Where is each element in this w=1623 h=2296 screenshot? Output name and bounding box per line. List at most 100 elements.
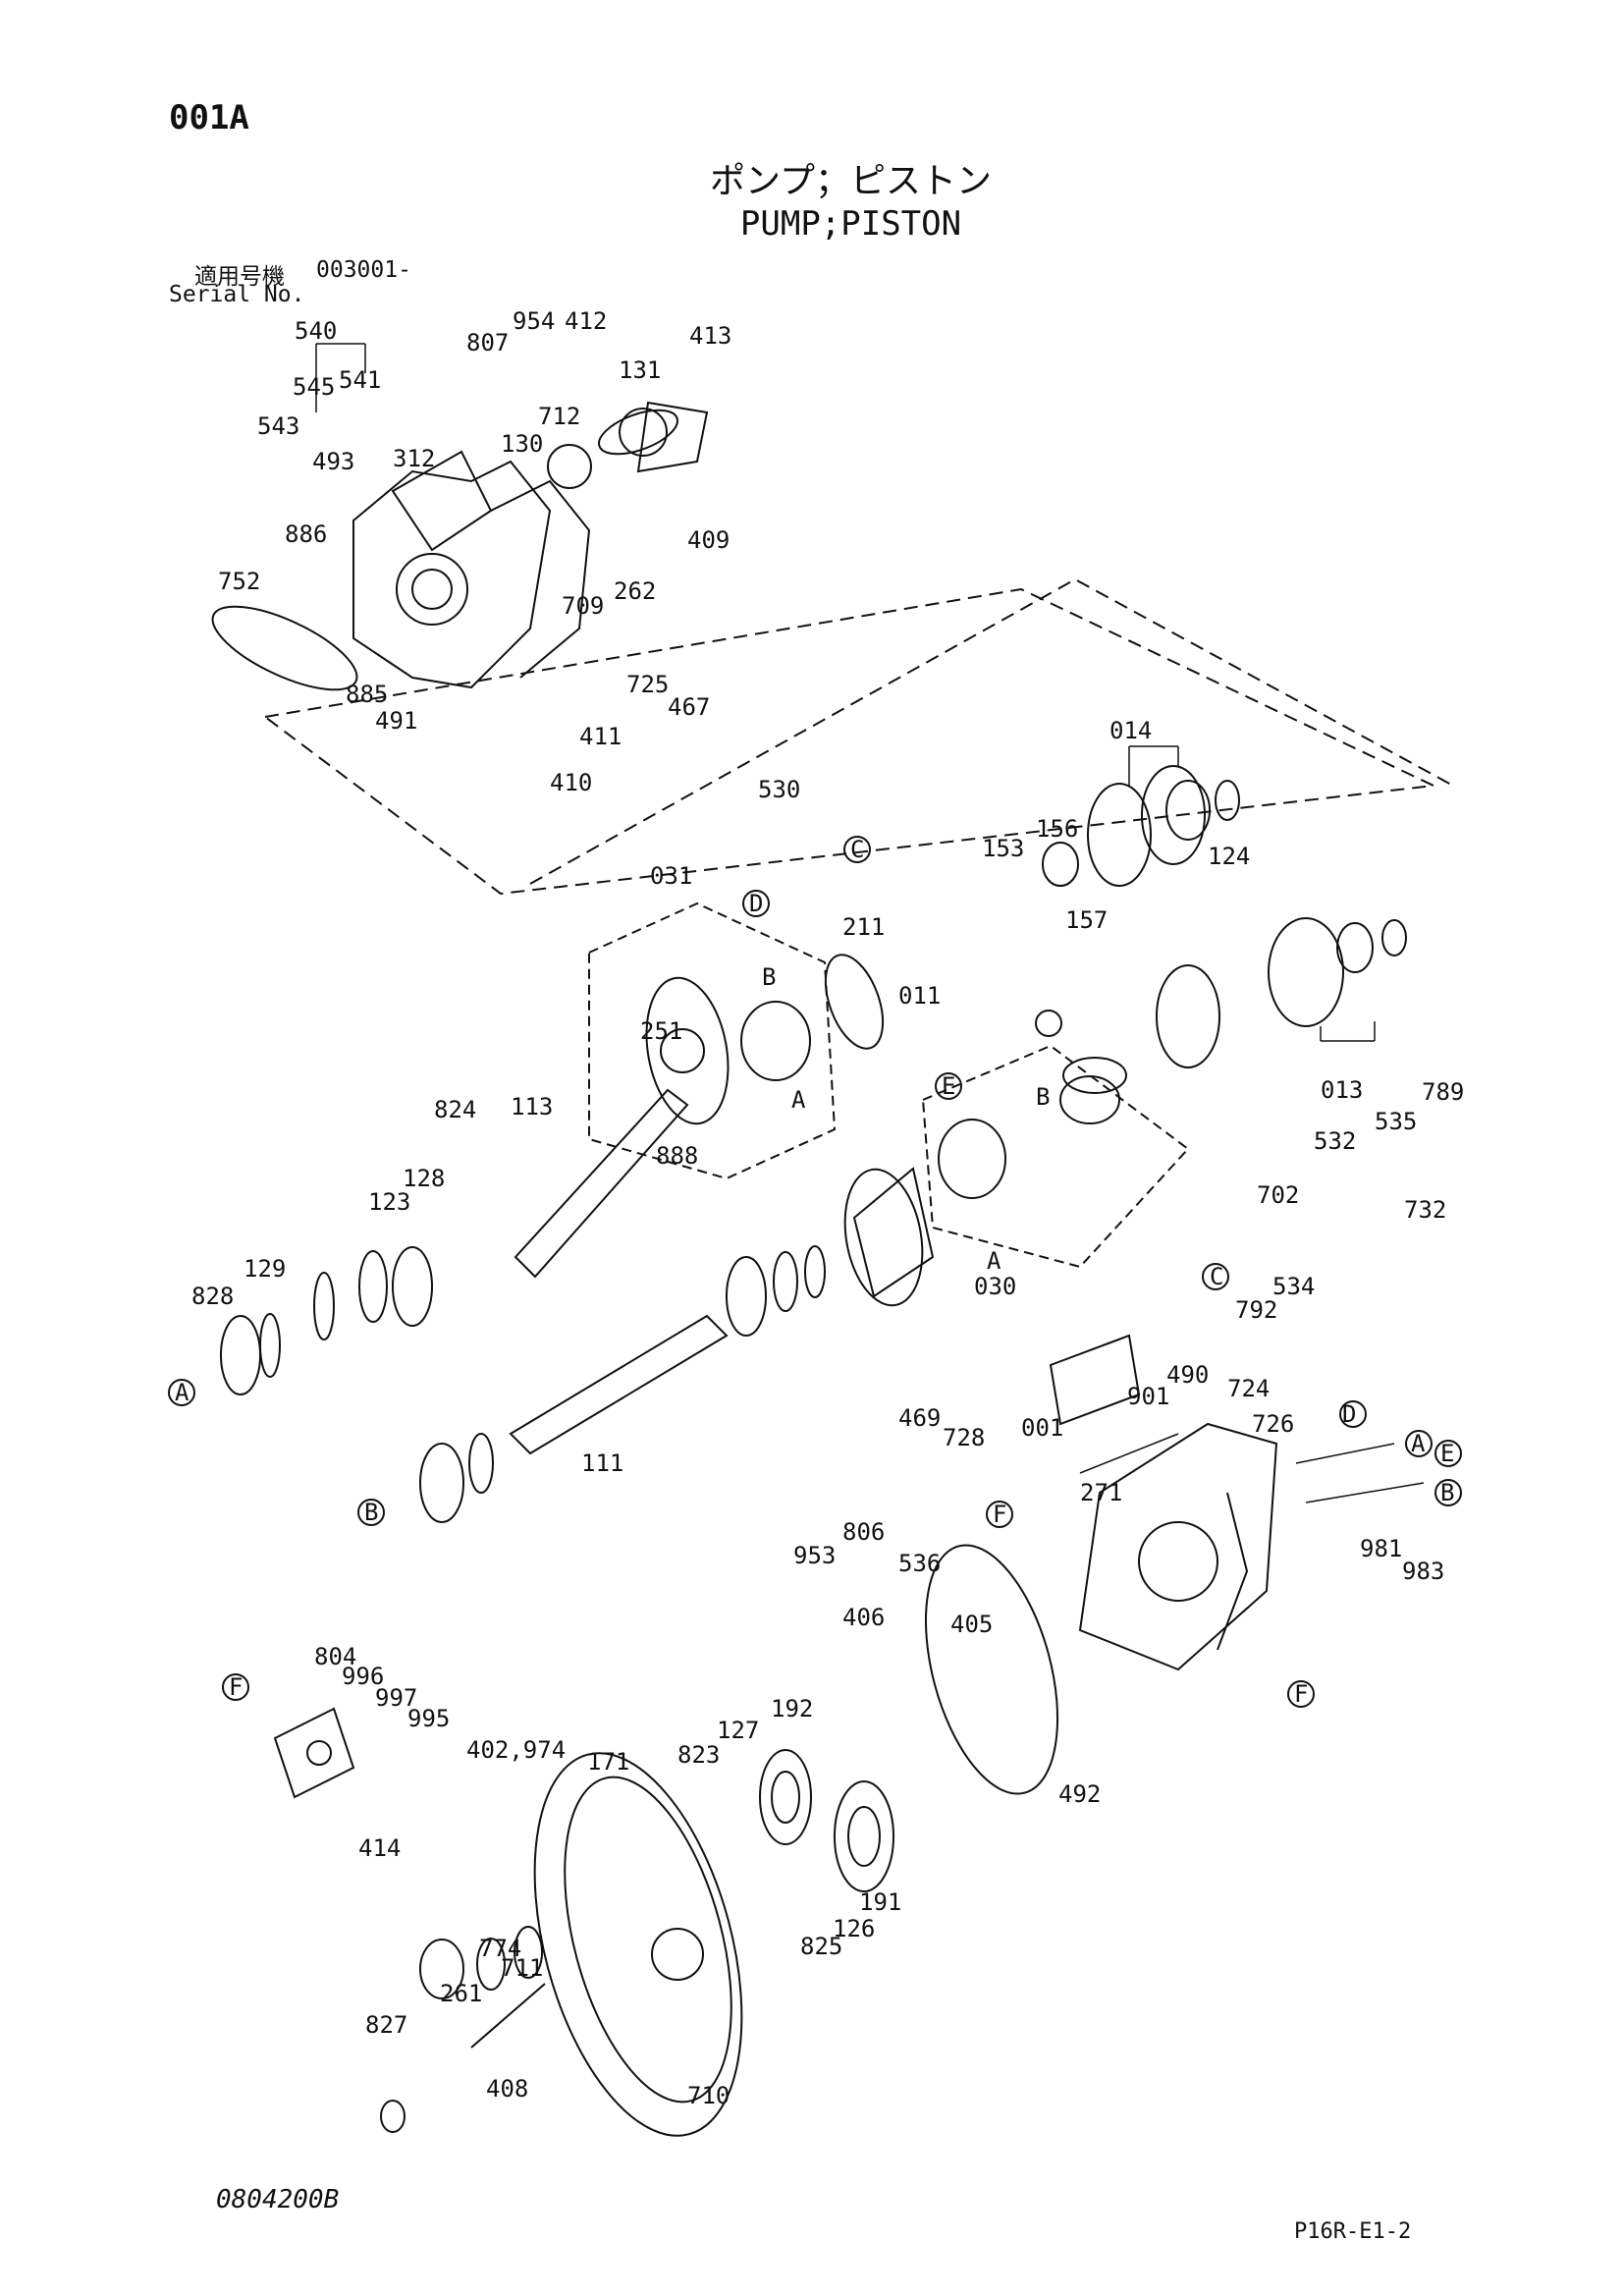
callout-letter-a: A: [1411, 1430, 1426, 1457]
callout-letter-f: F: [1294, 1680, 1308, 1708]
part-label: 312: [393, 445, 435, 472]
document-code: 0804200B: [216, 2185, 340, 2214]
shaft-113: [220, 1088, 689, 1395]
part-label: 789: [1422, 1078, 1464, 1106]
part-label: 153: [982, 835, 1024, 862]
part-label: 413: [689, 322, 731, 350]
part-label: 406: [842, 1604, 885, 1631]
callout-letter-b: B: [1440, 1479, 1454, 1506]
part-label: 262: [614, 577, 656, 605]
part-label: 111: [581, 1449, 623, 1477]
leader-lines: [315, 343, 1425, 1503]
part-label: 127: [717, 1717, 759, 1744]
part-label: 711: [501, 1954, 543, 1982]
part-label: 981: [1360, 1535, 1402, 1562]
part-label: 725: [626, 671, 669, 698]
callout-letter-f: F: [993, 1501, 1006, 1528]
callout-letter-d: D: [1342, 1400, 1356, 1428]
part-label: 825: [800, 1933, 842, 1960]
part-label: 030: [974, 1273, 1016, 1300]
gear-191: [834, 1780, 894, 1892]
part-label: 885: [346, 681, 388, 708]
part-label: 130: [501, 430, 543, 458]
callout-letter-b: B: [762, 963, 776, 991]
part-label: 534: [1272, 1273, 1315, 1300]
part-label: 702: [1257, 1181, 1299, 1209]
part-label: 545: [293, 373, 335, 401]
serial-label-english: Serial No.: [169, 282, 305, 307]
title-japanese: ポンプ；ピストン: [710, 161, 992, 201]
part-label: 491: [375, 707, 417, 735]
swash-plate-right: [843, 1075, 1120, 1307]
part-label: 732: [1404, 1196, 1446, 1224]
part-label: 823: [677, 1741, 720, 1769]
part-label: 414: [358, 1834, 401, 1862]
part-label: 123: [368, 1188, 410, 1216]
part-label: 031: [650, 862, 692, 890]
part-label: 543: [257, 412, 299, 440]
part-label: 995: [407, 1705, 450, 1732]
cylinder-block-lower: [1062, 917, 1407, 1094]
part-label: 886: [285, 520, 327, 548]
callout-letter-a: A: [791, 1086, 806, 1114]
part-label: 191: [859, 1888, 901, 1916]
part-label: 492: [1058, 1780, 1101, 1808]
part-label: 001: [1021, 1414, 1063, 1442]
part-label: 126: [833, 1915, 875, 1942]
part-label: 467: [668, 693, 710, 721]
part-label: 774: [479, 1935, 521, 1962]
callout-letter-c: C: [850, 836, 864, 863]
shaft-111: [419, 1167, 935, 1523]
part-label: 261: [440, 1980, 482, 2007]
part-label: 011: [898, 982, 941, 1010]
part-label: 405: [950, 1611, 993, 1638]
title-english: PUMP;PISTON: [739, 204, 962, 244]
serial-label-japanese: 適用号機: [194, 264, 285, 290]
upper-housing-group: [211, 401, 709, 691]
part-label: 490: [1166, 1361, 1209, 1389]
part-label: 709: [562, 592, 604, 620]
part-label: 251: [640, 1017, 682, 1045]
part-label: 013: [1321, 1076, 1363, 1104]
part-label: 710: [687, 2082, 730, 2109]
part-label: 412: [565, 307, 607, 335]
part-label: 271: [1080, 1479, 1122, 1506]
swash-plate-left: [645, 954, 885, 1125]
part-label: 983: [1402, 1558, 1444, 1585]
part-label: 792: [1235, 1296, 1277, 1324]
sheet-code: P16R-E1-2: [1294, 2219, 1412, 2244]
part-label: 827: [365, 2011, 407, 2039]
part-label: 824: [434, 1096, 476, 1123]
part-label: 157: [1065, 906, 1108, 934]
part-label: 530: [758, 776, 800, 803]
callout-letter-e: E: [942, 1072, 955, 1100]
part-label: 807: [466, 329, 509, 356]
callout-letter-b: B: [364, 1499, 378, 1526]
part-label: 997: [375, 1684, 417, 1712]
part-label: 953: [793, 1542, 836, 1569]
part-label: 726: [1252, 1410, 1294, 1438]
part-label: 469: [898, 1404, 941, 1432]
part-label: 806: [842, 1518, 885, 1546]
part-label: 131: [619, 356, 661, 384]
part-label: 171: [587, 1748, 629, 1776]
swash-group-031: [588, 902, 837, 1180]
part-label: 129: [243, 1255, 286, 1283]
callout-letter-d: D: [749, 890, 763, 917]
upper-boundary: [262, 577, 1454, 896]
flange-804: [273, 1707, 355, 1799]
part-label: 410: [550, 769, 592, 796]
part-label: 728: [943, 1424, 985, 1451]
part-label: 901: [1127, 1383, 1169, 1410]
part-label: 493: [312, 448, 354, 475]
callout-letter-b: B: [1036, 1083, 1050, 1111]
part-label: 996: [342, 1663, 384, 1690]
serial-value: 003001-: [316, 257, 411, 283]
callout-letter-a: A: [175, 1379, 189, 1406]
part-label: 724: [1227, 1375, 1270, 1402]
part-label: 408: [486, 2075, 528, 2103]
part-label: 752: [218, 568, 260, 595]
gear-192: [759, 1749, 812, 1845]
